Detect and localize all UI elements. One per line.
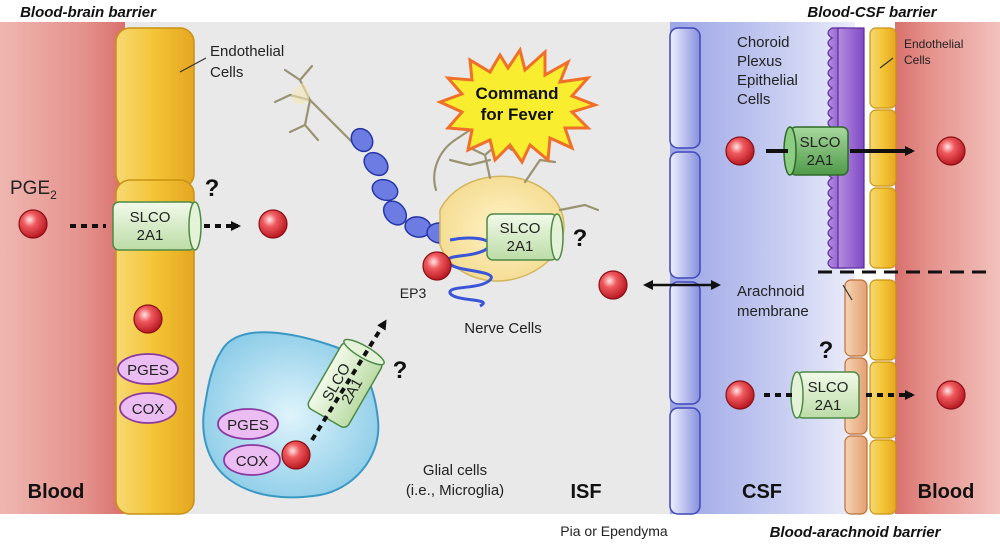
label-choroid-1: Choroid bbox=[737, 34, 790, 51]
pge2-molecule bbox=[422, 251, 452, 281]
blood-left-region bbox=[0, 22, 125, 514]
fever-label-line2: for Fever bbox=[481, 105, 554, 124]
slco2a1-transporter-arachnoid: SLCO 2A1 bbox=[790, 371, 860, 419]
endothelial-cells-right bbox=[869, 27, 897, 515]
label-ep3: EP3 bbox=[400, 285, 427, 301]
heading-blood-csf-barrier: Blood-CSF barrier bbox=[807, 4, 937, 21]
slco-label: 2A1 bbox=[807, 152, 834, 169]
pge2-molecule bbox=[281, 440, 311, 470]
slco2a1-transporter-bbb: SLCO 2A1 bbox=[112, 201, 202, 251]
slco-label: 2A1 bbox=[815, 397, 842, 414]
choroid-plexus-epithelium bbox=[827, 27, 865, 269]
csf-region bbox=[670, 22, 855, 514]
label-endothelial-left-2: Cells bbox=[210, 64, 243, 81]
label-choroid-3: Epithelial bbox=[737, 72, 798, 89]
leader-line bbox=[842, 284, 853, 301]
unknown-mark: ? bbox=[819, 337, 834, 364]
label-glial-1: Glial cells bbox=[423, 462, 487, 479]
pge2-main: PGE bbox=[10, 178, 50, 199]
pge2-molecule bbox=[598, 270, 628, 300]
pia-ependyma-cells bbox=[669, 27, 701, 515]
pge2-molecule bbox=[936, 380, 966, 410]
leader-line bbox=[179, 57, 207, 73]
unknown-mark: ? bbox=[573, 225, 588, 252]
fever-burst bbox=[436, 46, 600, 165]
label-glial-2: (i.e., Microglia) bbox=[406, 482, 504, 499]
pge2-molecules bbox=[18, 136, 966, 470]
endothelial-cells-left bbox=[115, 27, 195, 515]
label-pge2: PGE2 bbox=[10, 178, 57, 202]
pge2-molecule bbox=[18, 209, 48, 239]
slco2a1-transporter-choroid: SLCO 2A1 bbox=[783, 126, 849, 176]
slco-label: 2A1 bbox=[507, 238, 534, 255]
cox-label: COX bbox=[132, 401, 165, 418]
enzymes-endothelial: PGES COX bbox=[117, 353, 179, 424]
slco-label: SLCO bbox=[808, 379, 849, 396]
pge2-subscript: 2 bbox=[50, 188, 57, 202]
label-arachnoid-1: Arachnoid bbox=[737, 283, 805, 300]
slco-label: SLCO bbox=[130, 209, 171, 226]
heading-blood-brain-barrier: Blood-brain barrier bbox=[20, 4, 157, 21]
label-nerve-cells: Nerve Cells bbox=[464, 320, 542, 337]
nerve-soma-dendrites bbox=[468, 140, 600, 212]
slco-label: SLCO bbox=[500, 220, 541, 237]
pges-label: PGES bbox=[127, 362, 169, 379]
unknown-mark: ? bbox=[393, 357, 408, 384]
blood-right-region bbox=[895, 22, 1000, 514]
label-choroid-2: Plexus bbox=[737, 53, 782, 70]
pge2-molecule bbox=[936, 136, 966, 166]
slco2a1-transporter-nerve: SLCO 2A1 bbox=[486, 213, 564, 261]
fever-label-line1: Command bbox=[475, 84, 558, 103]
pge2-molecule bbox=[258, 209, 288, 239]
label-endothelial-right-2: Cells bbox=[904, 53, 931, 67]
pge2-molecule bbox=[133, 304, 163, 334]
label-arachnoid-2: membrane bbox=[737, 303, 809, 320]
label-isf: ISF bbox=[570, 481, 601, 503]
dendrite-fill bbox=[291, 83, 310, 104]
pges-label: PGES bbox=[227, 417, 269, 434]
enzymes-glial: PGES COX bbox=[217, 408, 281, 476]
leader-line bbox=[879, 57, 894, 69]
unknown-mark: ? bbox=[205, 175, 220, 202]
transport-arrows bbox=[70, 146, 915, 442]
label-blood-right: Blood bbox=[918, 481, 975, 503]
heading-blood-arachnoid-barrier: Blood-arachnoid barrier bbox=[770, 524, 942, 541]
pge2-molecule bbox=[725, 136, 755, 166]
pge2-molecule bbox=[725, 380, 755, 410]
slco-label: SLCO bbox=[800, 134, 841, 151]
label-blood-left: Blood bbox=[28, 481, 85, 503]
label-csf: CSF bbox=[742, 481, 782, 503]
label-choroid-4: Cells bbox=[737, 91, 770, 108]
cox-label: COX bbox=[236, 453, 269, 470]
label-endothelial-left-1: Endothelial bbox=[210, 43, 284, 60]
slco-label: 2A1 bbox=[137, 227, 164, 244]
label-endothelial-right-1: Endothelial bbox=[904, 37, 963, 51]
label-pia-ependyma: Pia or Ependyma bbox=[560, 523, 668, 539]
